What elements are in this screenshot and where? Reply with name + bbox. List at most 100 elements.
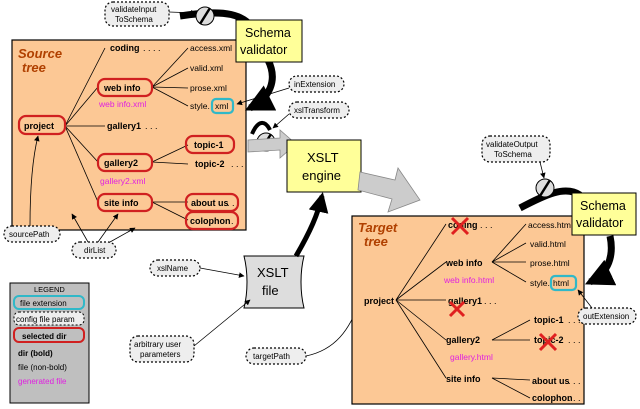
legend-ext-label: file extension — [20, 299, 67, 308]
source-access-file: access.xml — [190, 43, 232, 53]
source-topic1-box — [184, 134, 236, 155]
source-project-label: project — [24, 121, 54, 131]
param-arbitrary-1: arbitrary user — [134, 340, 181, 349]
target-webinfo-label: web info — [445, 258, 483, 268]
valve-output-icon — [535, 178, 555, 198]
source-webinfo-box — [96, 77, 154, 98]
target-access-file: access.html — [528, 220, 573, 230]
param-in-extension — [288, 75, 345, 93]
source-style-prefix: style. — [190, 101, 210, 111]
legend-dir-label: selected dir — [22, 332, 66, 341]
schema-validator-top-box — [235, 19, 303, 63]
xslt-engine-label-1: XSLT — [307, 150, 339, 165]
source-coding-dots: . . . . — [143, 43, 161, 53]
source-gallery2-label: gallery2 — [104, 158, 138, 168]
xslt-flow-in — [250, 121, 272, 135]
target-project-label: project — [364, 296, 394, 306]
target-coding-dots: . . . — [480, 220, 493, 230]
legend-generated: generated file — [18, 377, 67, 386]
target-about-dots: . . . — [568, 376, 581, 386]
target-tree-title-2: tree — [364, 234, 388, 249]
xslt-engine-label-2: engine — [302, 168, 341, 183]
target-gallery-html: gallery.html — [450, 352, 493, 362]
schema-flow-bottom-return — [584, 235, 617, 286]
target-tree-lines — [395, 223, 531, 399]
param-validate-output — [481, 135, 551, 163]
target-gallery1-dots: . . . — [484, 296, 497, 306]
xslt-file-label-2: file — [262, 283, 279, 298]
source-style-ext: xml — [215, 101, 228, 111]
source-siteinfo-label: site info — [104, 198, 139, 208]
target-topic2-dots: . . . — [568, 335, 581, 345]
param-in-extension-label: inExtension — [294, 80, 335, 89]
target-valid-file: valid.html — [530, 239, 566, 249]
param-validate-output-2: ToSchema — [494, 150, 532, 159]
param-arbitrary — [129, 335, 195, 363]
source-webinfo-xml: web info.xml — [98, 99, 146, 109]
xslt-engine-box — [286, 139, 362, 193]
target-style-ext-box — [549, 274, 578, 292]
schema-validator-top-label-1: Schema — [245, 26, 291, 40]
xslt-file-label-1: XSLT — [257, 265, 289, 280]
param-target-path-label: targetPath — [253, 352, 290, 361]
source-webinfo-label: web info — [103, 83, 141, 93]
source-colophon-label: colophon — [190, 216, 231, 226]
source-gallery1-label: gallery1 — [107, 121, 141, 131]
source-path-arrow — [29, 135, 40, 227]
source-valid-file: valid.xml — [190, 63, 223, 73]
legend-param-swatch — [13, 311, 85, 326]
legend-dir-bold: dir (bold) — [18, 349, 53, 358]
source-topic1-label: topic-1 — [194, 140, 224, 150]
legend-title: LEGEND — [34, 285, 65, 294]
param-validate-input — [104, 1, 170, 27]
target-gallery1-label: gallery1 — [448, 296, 482, 306]
source-gallery1-dots: . . . — [145, 121, 158, 131]
schema-validator-bottom-box — [571, 192, 637, 236]
target-colophon-dots: . . . — [568, 393, 581, 403]
target-style-prefix: style. — [530, 278, 550, 288]
schema-validator-bottom-label-1: Schema — [580, 199, 626, 213]
param-arbitrary-2: parameters — [140, 350, 180, 359]
x-mark-icon — [448, 300, 466, 318]
param-source-path-label: sourcePath — [9, 230, 49, 239]
source-colophon-dot: . — [231, 216, 234, 226]
source-tree-title: Source — [18, 46, 62, 61]
source-topic2-dots: . . . — [231, 159, 244, 169]
target-topic1-dots: . . . — [568, 315, 581, 325]
legend-dir-swatch — [13, 327, 85, 343]
source-tree-lines — [64, 47, 189, 221]
param-out-extension — [577, 307, 637, 325]
source-colophon-box — [184, 210, 240, 231]
schema-validator-bottom-label-2: validator — [576, 216, 623, 230]
source-coding-label: coding — [110, 43, 140, 53]
target-colophon-label: colophon — [532, 393, 573, 403]
source-gallery2-box — [96, 152, 154, 173]
param-out-extension-label: outExtension — [583, 312, 629, 321]
target-tree-title: Target — [358, 220, 398, 235]
legend-ext-swatch — [13, 295, 85, 310]
legend-file-nonbold: file (non-bold) — [18, 363, 67, 372]
valve-input-icon — [195, 6, 215, 26]
param-dir-list — [71, 241, 117, 259]
target-webinfo-html: web info.html — [443, 275, 494, 285]
source-style-ext-box — [210, 97, 235, 115]
target-style-ext: html — [553, 278, 569, 288]
target-siteinfo-label: site info — [446, 374, 481, 384]
file-to-engine-arrow — [293, 192, 329, 258]
target-about-label: about us — [532, 376, 570, 386]
x-mark-icon — [450, 216, 470, 236]
source-topic2-label: topic-2 — [195, 159, 225, 169]
source-prose-file: prose.xml — [190, 83, 227, 93]
engine-to-target-arrow — [357, 167, 421, 213]
param-validate-output-1: validateOutput — [486, 140, 538, 149]
param-xsl-transform-label: xslTransform — [294, 106, 340, 115]
target-gallery2-label: gallery2 — [446, 335, 480, 345]
source-about-dots: . . — [227, 198, 235, 208]
xslt-file-shape — [243, 255, 305, 309]
param-dir-list-label: dirList — [84, 246, 106, 255]
source-siteinfo-box — [96, 192, 154, 213]
source-project-box — [17, 114, 67, 136]
target-topic1-label: topic-1 — [534, 315, 564, 325]
